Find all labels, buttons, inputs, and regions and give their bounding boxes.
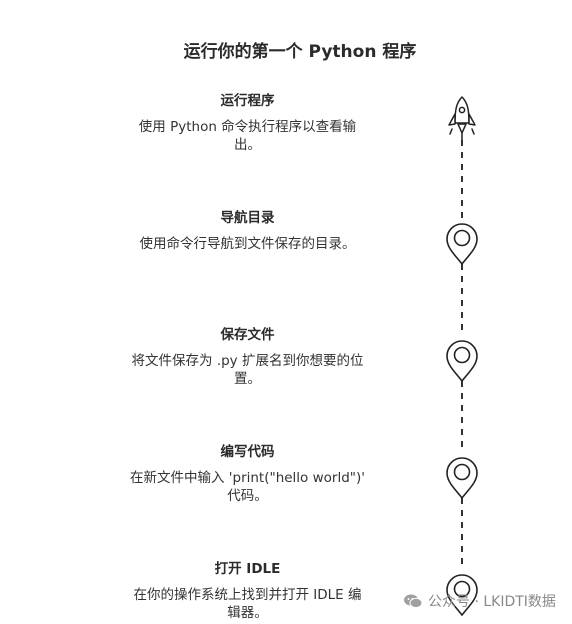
step-write-code: 编写代码 在新文件中输入 'print("hello world")' 代码。 — [110, 443, 385, 505]
location-pin-icon — [446, 223, 478, 266]
watermark-text: 公众号 · LKIDTI数据 — [428, 594, 556, 610]
location-pin-icon — [446, 457, 478, 500]
step-description-line: 辑器。 — [227, 605, 268, 621]
step-open-idle: 打开 IDLE 在你的操作系统上找到并打开 IDLE 编 辑器。 — [110, 560, 385, 622]
step-description: 在你的操作系统上找到并打开 IDLE 编 辑器。 — [110, 586, 385, 622]
step-description-line: 置。 — [234, 371, 261, 387]
step-run-program: 运行程序 使用 Python 命令执行程序以查看输 出。 — [110, 92, 385, 154]
step-title: 运行程序 — [220, 93, 275, 109]
rocket-icon — [448, 96, 476, 141]
watermark: 公众号 · LKIDTI数据 — [403, 591, 556, 611]
diagram-title: 运行你的第一个 Python 程序 — [183, 42, 417, 62]
step-description: 将文件保存为 .py 扩展名到你想要的位 置。 — [110, 352, 385, 388]
step-description: 使用 Python 命令执行程序以查看输 出。 — [110, 118, 385, 154]
step-description-line: 将文件保存为 .py 扩展名到你想要的位 — [131, 353, 364, 369]
step-description-line: 出。 — [234, 137, 261, 153]
wechat-icon — [404, 594, 423, 609]
step-title: 导航目录 — [220, 210, 275, 226]
step-title: 保存文件 — [220, 327, 275, 343]
step-title: 打开 IDLE — [214, 561, 281, 577]
location-pin-icon — [446, 574, 478, 617]
step-title: 编写代码 — [220, 444, 275, 460]
step-description: 在新文件中输入 'print("hello world")' 代码。 — [110, 469, 385, 505]
step-navigate-directory: 导航目录 使用命令行导航到文件保存的目录。 — [110, 209, 385, 253]
step-description-line: 在新文件中输入 'print("hello world")' — [130, 470, 365, 486]
location-pin-icon — [446, 340, 478, 383]
step-description-line: 使用命令行导航到文件保存的目录。 — [139, 236, 356, 252]
step-description-line: 代码。 — [227, 488, 268, 504]
step-description-line: 使用 Python 命令执行程序以查看输 — [138, 119, 357, 135]
step-save-file: 保存文件 将文件保存为 .py 扩展名到你想要的位 置。 — [110, 326, 385, 388]
step-description-line: 在你的操作系统上找到并打开 IDLE 编 — [133, 587, 362, 603]
step-description: 使用命令行导航到文件保存的目录。 — [110, 235, 385, 253]
